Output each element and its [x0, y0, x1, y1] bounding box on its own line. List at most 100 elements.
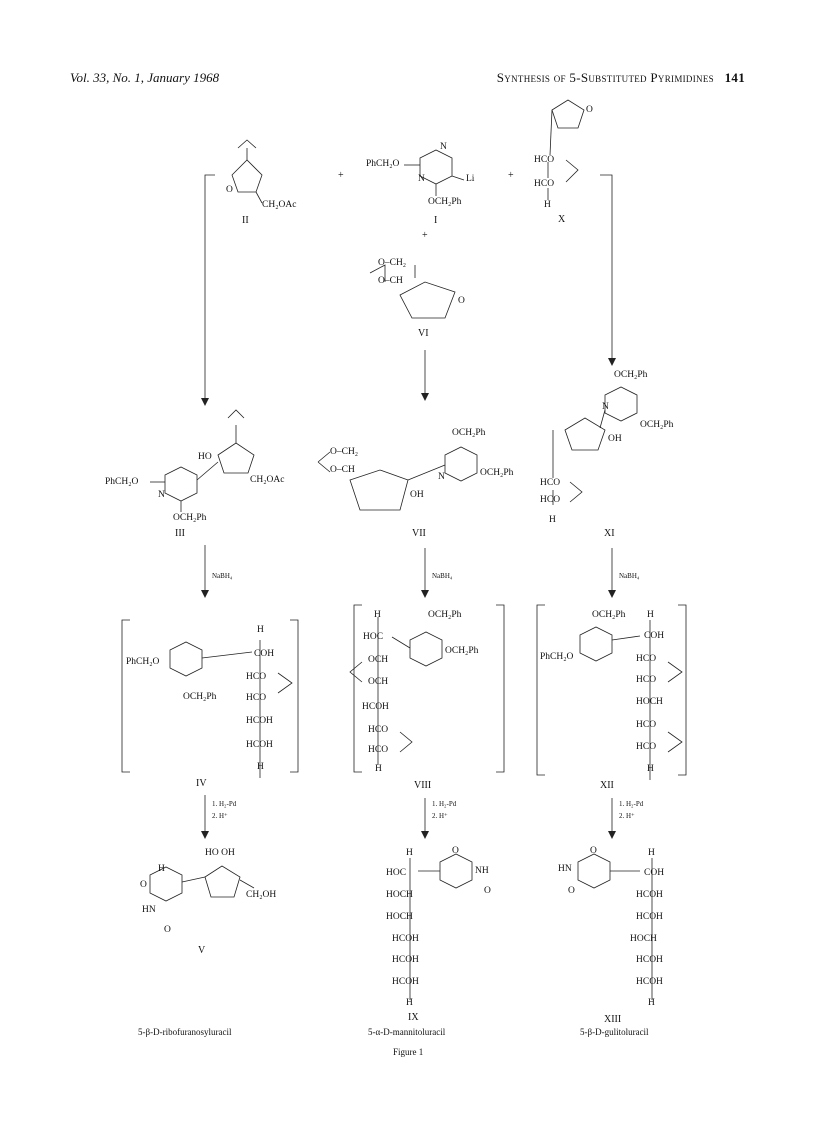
- compound-viii-c0: H: [374, 610, 381, 620]
- page-number: 141: [724, 70, 745, 85]
- compound-v-o1: O: [140, 880, 147, 890]
- compound-i-n1: N: [440, 142, 447, 152]
- reagent-nabh4-2: NaBH₄: [432, 572, 453, 580]
- compound-xi-h: H: [549, 515, 556, 525]
- plus-sign-2: +: [508, 170, 514, 181]
- compound-ix-c1: HOC: [386, 868, 407, 878]
- compound-ix-c4: HCOH: [392, 934, 419, 944]
- figure-caption: Figure 1: [393, 1047, 424, 1057]
- compound-viii-c7: H: [375, 764, 382, 774]
- compound-xiii-c5: HCOH: [636, 955, 663, 965]
- compound-ix-o1: O: [452, 846, 459, 856]
- compound-vii-och: O–CH: [330, 465, 355, 475]
- compound-x-hco1: HCO: [534, 155, 555, 165]
- compound-x-o: O: [586, 105, 593, 115]
- compound-v-label: V: [198, 945, 206, 956]
- compound-vii-right: OCH₂Ph: [480, 468, 514, 478]
- compound-i-left: PhCH₂O: [366, 159, 400, 169]
- compound-xii-c3: HCO: [636, 675, 657, 685]
- compound-vi-label: VI: [418, 328, 429, 339]
- compound-ix-nh: NH: [475, 866, 489, 876]
- caption-gulitoluracil: 5-β-D-gulitoluracil: [580, 1027, 649, 1037]
- reagent-h-3: 2. H⁺: [619, 812, 635, 820]
- compound-iii-label: III: [175, 528, 185, 539]
- compound-ix-c5: HCOH: [392, 955, 419, 965]
- compound-x-hco2: HCO: [534, 179, 555, 189]
- compound-iv-left: PhCH₂O: [126, 657, 160, 667]
- reagent-h-2: 2. H⁺: [432, 812, 448, 820]
- compound-i-n2: N: [418, 174, 425, 184]
- compound-i-li: Li: [466, 174, 475, 184]
- compound-xii-c7: H: [647, 764, 654, 774]
- compound-vii-och2: O–CH₂: [330, 447, 359, 457]
- plus-sign-1: +: [338, 170, 344, 181]
- compound-iv-c3: HCO: [246, 693, 267, 703]
- reagent-nabh4-1: NaBH₄: [212, 572, 233, 580]
- compound-vii-top: OCH₂Ph: [452, 428, 486, 438]
- compound-xiii-o2: O: [568, 886, 575, 896]
- compound-iv-c2: HCO: [246, 672, 267, 682]
- compound-v-ch2oh: CH₂OH: [246, 890, 277, 900]
- compound-iv-c6: H: [257, 762, 264, 772]
- compound-xii-c6: HCO: [636, 742, 657, 752]
- compound-xi-hco1: HCO: [540, 478, 561, 488]
- compound-ii-o: O: [226, 185, 233, 195]
- compound-ix-label: IX: [408, 1012, 419, 1023]
- compound-xi-right: OCH₂Ph: [640, 420, 674, 430]
- running-title-text: Synthesis of 5-Substituted Pyrimidines: [496, 70, 714, 85]
- compound-i-bottom: OCH₂Ph: [428, 197, 462, 207]
- compound-v-top: HO OH: [205, 848, 235, 858]
- compound-viii-c6: HCO: [368, 745, 389, 755]
- compound-xii-left: PhCH₂O: [540, 652, 574, 662]
- compound-iv-c1: COH: [254, 649, 275, 659]
- compound-viii-label: VIII: [414, 780, 432, 791]
- compound-xiii-o1: O: [590, 846, 597, 856]
- compound-xiii-c6: HCOH: [636, 977, 663, 987]
- compound-xii-c2: HCO: [636, 654, 657, 664]
- journal-volume: Vol. 33, No. 1, January 1968: [70, 70, 220, 85]
- compound-ix-o2: O: [484, 886, 491, 896]
- compound-iv-bottom: OCH₂Ph: [183, 692, 217, 702]
- compound-vi-och: O–CH: [378, 276, 403, 286]
- compound-iv-c5: HCOH: [246, 740, 273, 750]
- plus-sign-3: +: [422, 230, 428, 241]
- compound-xi-label: XI: [604, 528, 615, 539]
- reagent-h2pd-3: 1. H₂-Pd: [619, 800, 644, 808]
- compound-viii-top: OCH₂Ph: [428, 610, 462, 620]
- compound-iv-label: IV: [196, 778, 207, 789]
- compound-xiii-c1: COH: [644, 868, 665, 878]
- compound-xiii-c3: HCOH: [636, 912, 663, 922]
- compound-xii-label: XII: [600, 780, 614, 791]
- compound-i-label: I: [434, 215, 438, 226]
- compound-iv-c4: HCOH: [246, 716, 273, 726]
- compound-xiii-hn: HN: [558, 864, 572, 874]
- compound-vi-och2: O–CH₂: [378, 258, 407, 268]
- compound-vii-label: VII: [412, 528, 426, 539]
- compound-xiii-c0: H: [648, 848, 655, 858]
- compound-xii-c0: H: [647, 610, 654, 620]
- compound-ix-c6: HCOH: [392, 977, 419, 987]
- compound-iii-ho: HO: [198, 452, 212, 462]
- compound-viii-c4: HCOH: [362, 702, 389, 712]
- compound-ii-ch2oac: CH₂OAc: [262, 200, 297, 210]
- compound-xi-oh: OH: [608, 434, 622, 444]
- reagent-h2pd-2: 1. H₂-Pd: [432, 800, 457, 808]
- compound-xii-c5: HCO: [636, 720, 657, 730]
- compound-ix-c7: H: [406, 998, 413, 1008]
- compound-iii-ch2oac: CH₂OAc: [250, 475, 285, 485]
- compound-viii-c5: HCO: [368, 725, 389, 735]
- compound-viii-right: OCH₂Ph: [445, 646, 479, 656]
- compound-viii-c2: OCH: [368, 655, 389, 665]
- compound-ii-label: II: [242, 215, 249, 226]
- caption-ribofuranosyluracil: 5-β-D-ribofuranosyluracil: [138, 1027, 232, 1037]
- compound-xiii-c7: H: [648, 998, 655, 1008]
- compound-iii-bottom: OCH₂Ph: [173, 513, 207, 523]
- caption-mannitoluracil: 5-α-D-mannitoluracil: [368, 1027, 446, 1037]
- compound-xi-top: OCH₂Ph: [614, 370, 648, 380]
- compound-iii-n: N: [158, 490, 165, 500]
- compound-vi-o: O: [458, 296, 465, 306]
- compound-xi-hco2: HCO: [540, 495, 561, 505]
- compound-xii-c1: COH: [644, 631, 665, 641]
- compound-viii-c1: HOC: [363, 632, 384, 642]
